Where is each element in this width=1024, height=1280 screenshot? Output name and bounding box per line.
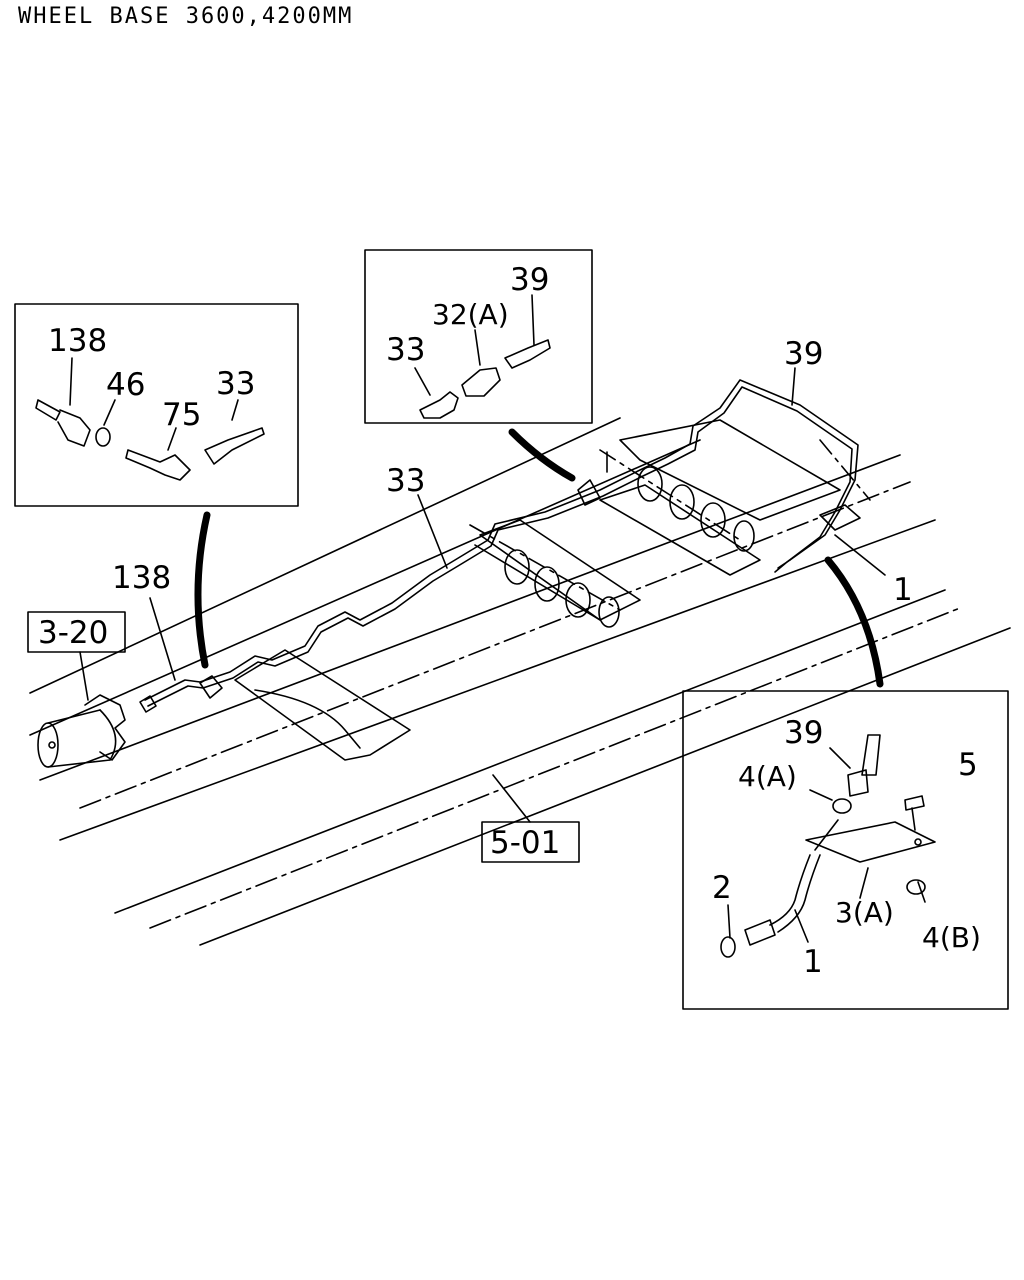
inset-right-label-4b: 4(B) [922, 921, 981, 954]
inset-top-box [364, 249, 593, 424]
inset-right-label-39: 39 [784, 715, 823, 751]
label-1-main: 1 [893, 572, 913, 608]
inset-left-label-75: 75 [162, 397, 201, 433]
inset-top-label-39: 39 [510, 262, 549, 298]
inset-right-label-1: 1 [803, 944, 823, 980]
callout-arrows [194, 428, 884, 688]
ref-box-3-20 [27, 611, 126, 653]
brake-motor [37, 694, 157, 768]
inset-right-box [682, 690, 1009, 1010]
inset-left-label-46: 46 [106, 367, 145, 403]
page-title: WHEEL BASE 3600,4200MM [18, 4, 354, 29]
frame-rails [29, 417, 1011, 946]
inset-right-label-5: 5 [958, 747, 978, 783]
inset-top-label-32a: 32(A) [432, 298, 509, 331]
brake-pipe-route [144, 379, 861, 707]
leader-lines [79, 367, 886, 823]
inset-top-label-33: 33 [386, 332, 425, 368]
label-39-main: 39 [784, 336, 823, 372]
ref-box-5-01 [481, 821, 580, 863]
label-33-main: 33 [386, 463, 425, 499]
frame-holes [504, 466, 755, 628]
inset-right-label-4a: 4(A) [738, 760, 797, 793]
ref-label-3-20[interactable]: 3-20 [38, 615, 108, 651]
inset-right-label-2: 2 [712, 870, 732, 906]
ref-label-5-01[interactable]: 5-01 [490, 825, 560, 861]
inset-left-label-33: 33 [216, 366, 255, 402]
inset-left-label-138: 138 [48, 323, 107, 359]
inset-right-label-3a: 3(A) [835, 896, 894, 929]
label-138-main: 138 [112, 560, 171, 596]
inset-left-box [14, 303, 299, 507]
